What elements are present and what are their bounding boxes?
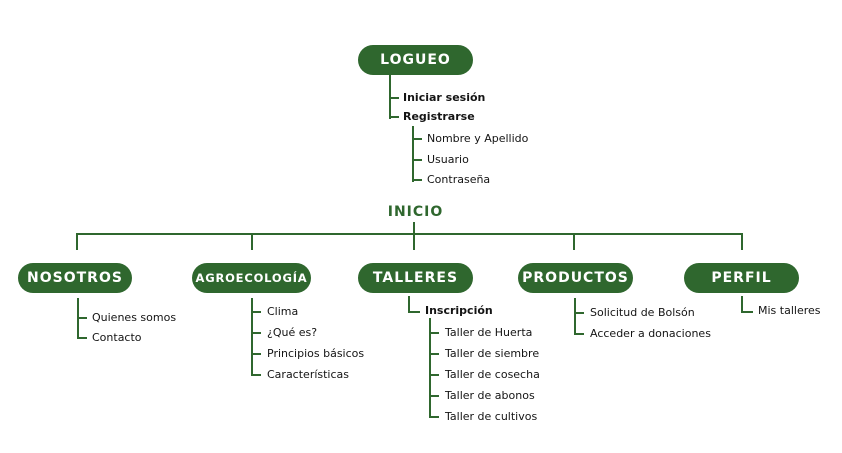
item-acceder-donaciones: Acceder a donaciones bbox=[590, 327, 711, 340]
item-contacto: Contacto bbox=[92, 331, 142, 344]
item-que-es: ¿Qué es? bbox=[267, 326, 318, 339]
connector-line bbox=[741, 311, 753, 313]
item-principios-basicos: Principios básicos bbox=[267, 347, 365, 360]
item-iniciar-sesion[interactable]: Iniciar sesión bbox=[403, 91, 486, 104]
node-perfil[interactable]: PERFIL bbox=[684, 263, 799, 293]
connector-line bbox=[573, 233, 575, 250]
item-solicitud-bolson: Solicitud de Bolsón bbox=[590, 306, 695, 319]
connector-line bbox=[408, 311, 420, 313]
node-productos[interactable]: PRODUCTOS bbox=[518, 263, 633, 293]
connector-line bbox=[412, 179, 422, 181]
connector-line bbox=[251, 332, 261, 334]
connector-line bbox=[408, 296, 410, 313]
connector-line bbox=[574, 333, 584, 335]
connector-line bbox=[429, 318, 431, 418]
connector-line bbox=[574, 312, 584, 314]
connector-line bbox=[429, 374, 439, 376]
item-inscripcion[interactable]: Inscripción bbox=[425, 304, 493, 317]
item-mis-talleres: Mis talleres bbox=[758, 304, 821, 317]
connector-line bbox=[76, 233, 78, 250]
item-usuario: Usuario bbox=[427, 153, 469, 166]
connector-line bbox=[429, 395, 439, 397]
connector-line bbox=[413, 222, 415, 250]
node-nosotros[interactable]: NOSOTROS bbox=[18, 263, 132, 293]
connector-line bbox=[77, 337, 87, 339]
item-clima: Clima bbox=[267, 305, 299, 318]
node-talleres[interactable]: TALLERES bbox=[358, 263, 473, 293]
item-taller-huerta: Taller de Huerta bbox=[445, 326, 533, 339]
connector-line bbox=[741, 233, 743, 250]
node-inicio[interactable]: INICIO bbox=[387, 204, 444, 220]
connector-line bbox=[251, 353, 261, 355]
node-agroecologia[interactable]: AGROECOLOGÍA bbox=[192, 263, 311, 293]
connector-line bbox=[574, 298, 576, 335]
item-quienes-somos: Quienes somos bbox=[92, 311, 177, 324]
connector-line bbox=[412, 138, 422, 140]
connector-line bbox=[429, 416, 439, 418]
node-logueo[interactable]: LOGUEO bbox=[358, 45, 473, 75]
connector-line bbox=[389, 97, 399, 99]
connector-line bbox=[412, 126, 414, 182]
connector-line bbox=[429, 332, 439, 334]
connector-line bbox=[412, 159, 422, 161]
item-taller-cultivos: Taller de cultivos bbox=[445, 410, 538, 423]
connector-line bbox=[77, 233, 743, 235]
item-taller-siembre: Taller de siembre bbox=[445, 347, 540, 360]
connector-line bbox=[429, 353, 439, 355]
connector-line bbox=[389, 116, 399, 118]
connector-line bbox=[389, 74, 391, 119]
item-contrasena: Contraseña bbox=[427, 173, 491, 186]
item-caracteristicas: Características bbox=[267, 368, 350, 381]
connector-line bbox=[251, 311, 261, 313]
connector-line bbox=[251, 298, 253, 376]
item-taller-abonos: Taller de abonos bbox=[445, 389, 535, 402]
item-nombre-apellido: Nombre y Apellido bbox=[427, 132, 529, 145]
connector-line bbox=[741, 296, 743, 313]
connector-line bbox=[77, 317, 87, 319]
item-registrarse[interactable]: Registrarse bbox=[403, 110, 475, 123]
connector-line bbox=[251, 233, 253, 250]
item-taller-cosecha: Taller de cosecha bbox=[445, 368, 540, 381]
connector-line bbox=[251, 374, 261, 376]
